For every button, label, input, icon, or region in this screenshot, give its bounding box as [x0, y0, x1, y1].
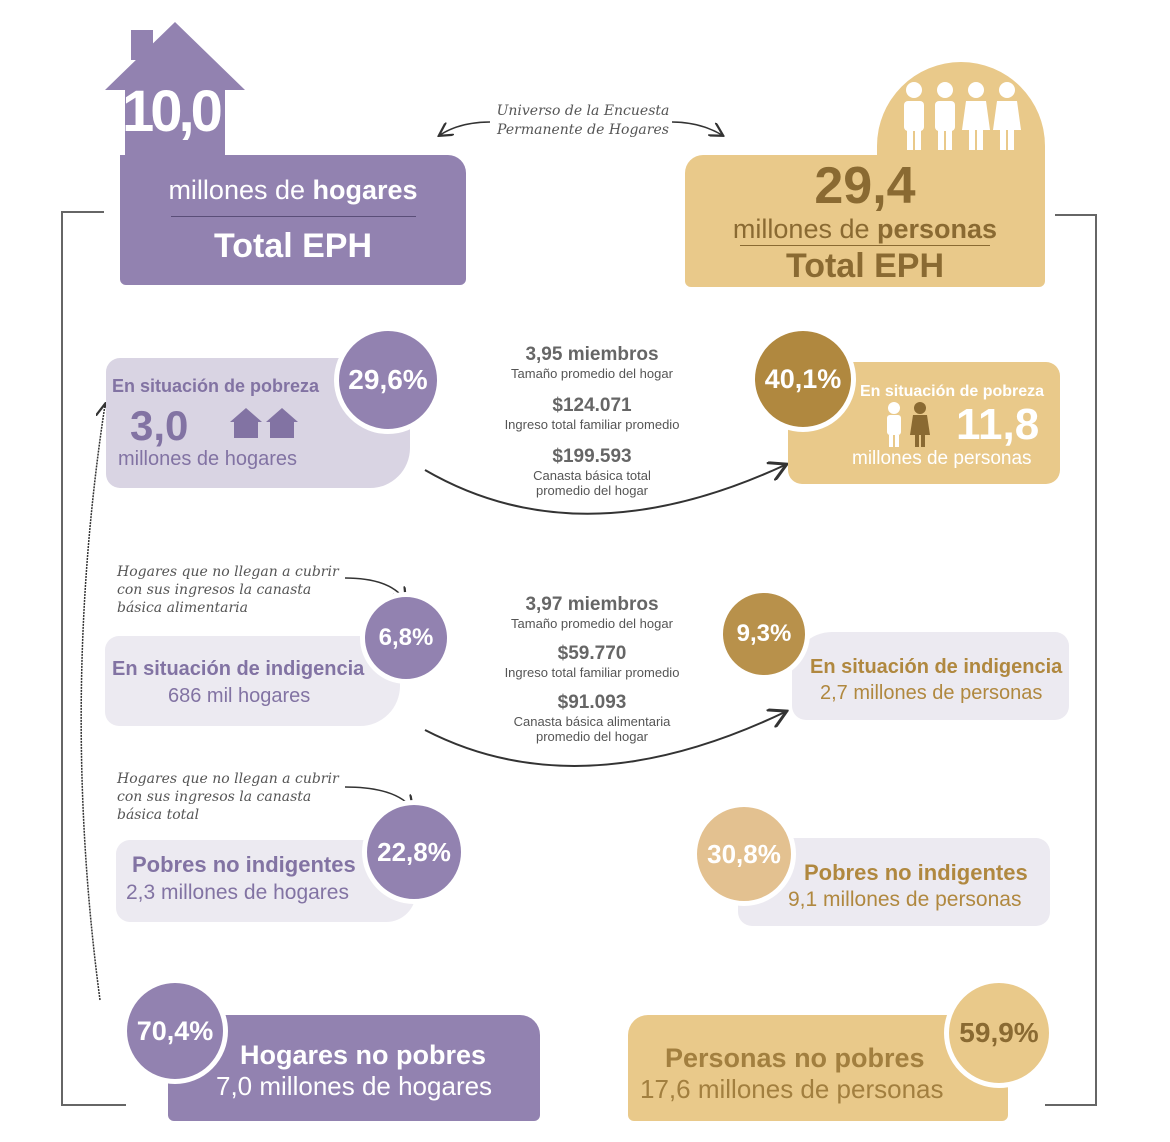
- indigence-basket: $91.093: [557, 692, 627, 713]
- persons-indigence-title: En situación de indigencia: [810, 656, 1063, 678]
- households-poverty-value: 3,0: [130, 402, 189, 449]
- persons-non-indigent-pct: 30,8%: [692, 802, 796, 906]
- poverty-basket-label-1: Canasta básica total: [533, 468, 651, 483]
- persons-poverty-title: En situación de pobreza: [860, 383, 1045, 400]
- households-non-indigent-title: Pobres no indigentes: [132, 852, 356, 877]
- households-indigence-pct: 6,8%: [360, 592, 452, 684]
- indigence-basket-label-2: promedio del hogar: [535, 729, 649, 744]
- poverty-stats: 3,95 miembros Tamaño promedio del hogar …: [462, 344, 722, 498]
- households-indigence-title: En situación de indigencia: [112, 658, 365, 680]
- persons-poverty-value: 11,8: [956, 400, 1040, 449]
- persons-non-indigent-title: Pobres no indigentes: [804, 860, 1028, 885]
- small-houses-icon: [230, 408, 298, 438]
- poverty-members-label: Tamaño promedio del hogar: [511, 366, 673, 381]
- poverty-income-label: Ingreso total familiar promedio: [504, 417, 680, 432]
- indigence-members: 3,97 miembros: [525, 594, 659, 615]
- households-non-indigent-note: Hogares que no llegan a cubrir con sus i…: [117, 771, 339, 823]
- persons-non-poor-title: Personas no pobres: [665, 1043, 925, 1073]
- poverty-income: $124.071: [552, 395, 632, 416]
- persons-poverty-unit: millones de personas: [852, 448, 1032, 469]
- persons-non-poor-detail: 17,6 millones de personas: [640, 1074, 944, 1104]
- households-indigence-detail: 686 mil hogares: [168, 685, 311, 707]
- two-people-icon: [887, 402, 930, 447]
- households-indigence-box: [105, 636, 400, 726]
- households-non-poor-detail: 7,0 millones de hogares: [216, 1071, 493, 1101]
- persons-indigence-pct: 9,3%: [718, 588, 810, 680]
- house-icon: [105, 22, 245, 157]
- households-poverty-pct: 29,6%: [334, 326, 442, 434]
- households-total-value: 10,0: [122, 79, 223, 144]
- households-total-label: Total EPH: [213, 227, 373, 265]
- persons-total-box: 29,4 millones de personas Total EPH: [685, 155, 1045, 287]
- indigence-income: $59.770: [557, 643, 627, 664]
- indigence-members-label: Tamaño promedio del hogar: [511, 616, 673, 631]
- indigence-income-label: Ingreso total familiar promedio: [504, 665, 680, 680]
- persons-non-poor-pct: 59,9%: [944, 978, 1054, 1088]
- households-total-box: millones de hogares Total EPH: [120, 155, 466, 285]
- persons-total-label: Total EPH: [785, 247, 945, 285]
- households-indigence-note: Hogares que no llegan a cubrir con sus i…: [117, 564, 339, 616]
- households-total-unit: millones de hogares: [168, 175, 418, 205]
- persons-indigence-box: [792, 632, 1069, 720]
- households-poverty-title: En situación de pobreza: [112, 376, 320, 396]
- households-non-indigent-pct: 22,8%: [362, 800, 466, 904]
- persons-non-indigent-detail: 9,1 millones de personas: [788, 888, 1022, 911]
- poverty-basket: $199.593: [552, 446, 632, 467]
- poverty-members: 3,95 miembros: [525, 344, 659, 365]
- people-icon: [904, 82, 1021, 150]
- universe-note: Universo de la Encuesta Permanente de Ho…: [496, 103, 670, 138]
- households-non-indigent-detail: 2,3 millones de hogares: [126, 881, 349, 904]
- persons-total-unit: millones de personas: [732, 214, 998, 244]
- households-non-poor-box: [168, 1015, 540, 1121]
- indigence-basket-label-1: Canasta básica alimentaria: [513, 714, 671, 729]
- persons-indigence-detail: 2,7 millones de personas: [820, 682, 1043, 704]
- poverty-basket-label-2: promedio del hogar: [535, 483, 649, 498]
- households-poverty-unit: millones de hogares: [118, 448, 297, 470]
- households-non-poor-title: Hogares no pobres: [240, 1040, 487, 1070]
- persons-total-value: 29,4: [814, 157, 916, 215]
- households-non-poor-pct: 70,4%: [122, 978, 228, 1084]
- persons-poverty-pct: 40,1%: [750, 326, 856, 432]
- indigence-stats: 3,97 miembros Tamaño promedio del hogar …: [462, 594, 722, 744]
